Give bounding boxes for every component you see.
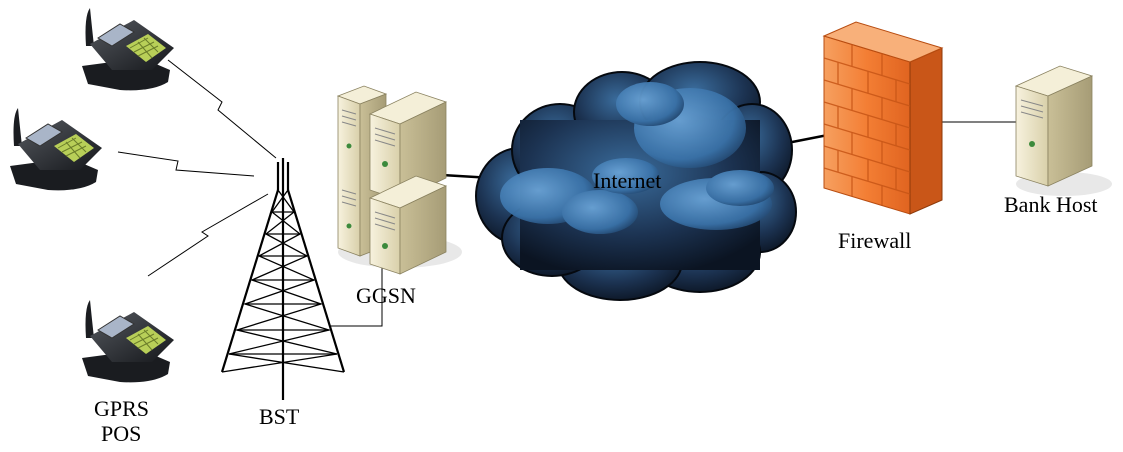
wireless-link-bottom bbox=[147, 193, 269, 277]
bst-label: BST bbox=[259, 404, 300, 429]
pos-label-line2: POS bbox=[101, 421, 142, 446]
pos-terminal-icon bbox=[10, 108, 102, 191]
cloud-icon bbox=[475, 61, 797, 301]
internet-label: Internet bbox=[593, 168, 662, 193]
radio-tower-icon bbox=[220, 158, 346, 400]
server-icon bbox=[1014, 65, 1112, 196]
pos-terminal-icon bbox=[82, 8, 174, 91]
wireless-link-middle bbox=[117, 151, 255, 177]
pos-label-line1: GPRS bbox=[94, 396, 150, 421]
server-cluster-icon bbox=[336, 85, 462, 275]
ggsn-label: GGSN bbox=[356, 283, 416, 308]
firewall-label: Firewall bbox=[838, 228, 912, 253]
pos-terminal-icon bbox=[82, 300, 174, 383]
bst-ggsn-link bbox=[330, 250, 383, 327]
bank-host-label: Bank Host bbox=[1004, 192, 1098, 217]
brick-firewall-icon bbox=[822, 21, 944, 215]
wireless-link-top bbox=[167, 59, 277, 159]
